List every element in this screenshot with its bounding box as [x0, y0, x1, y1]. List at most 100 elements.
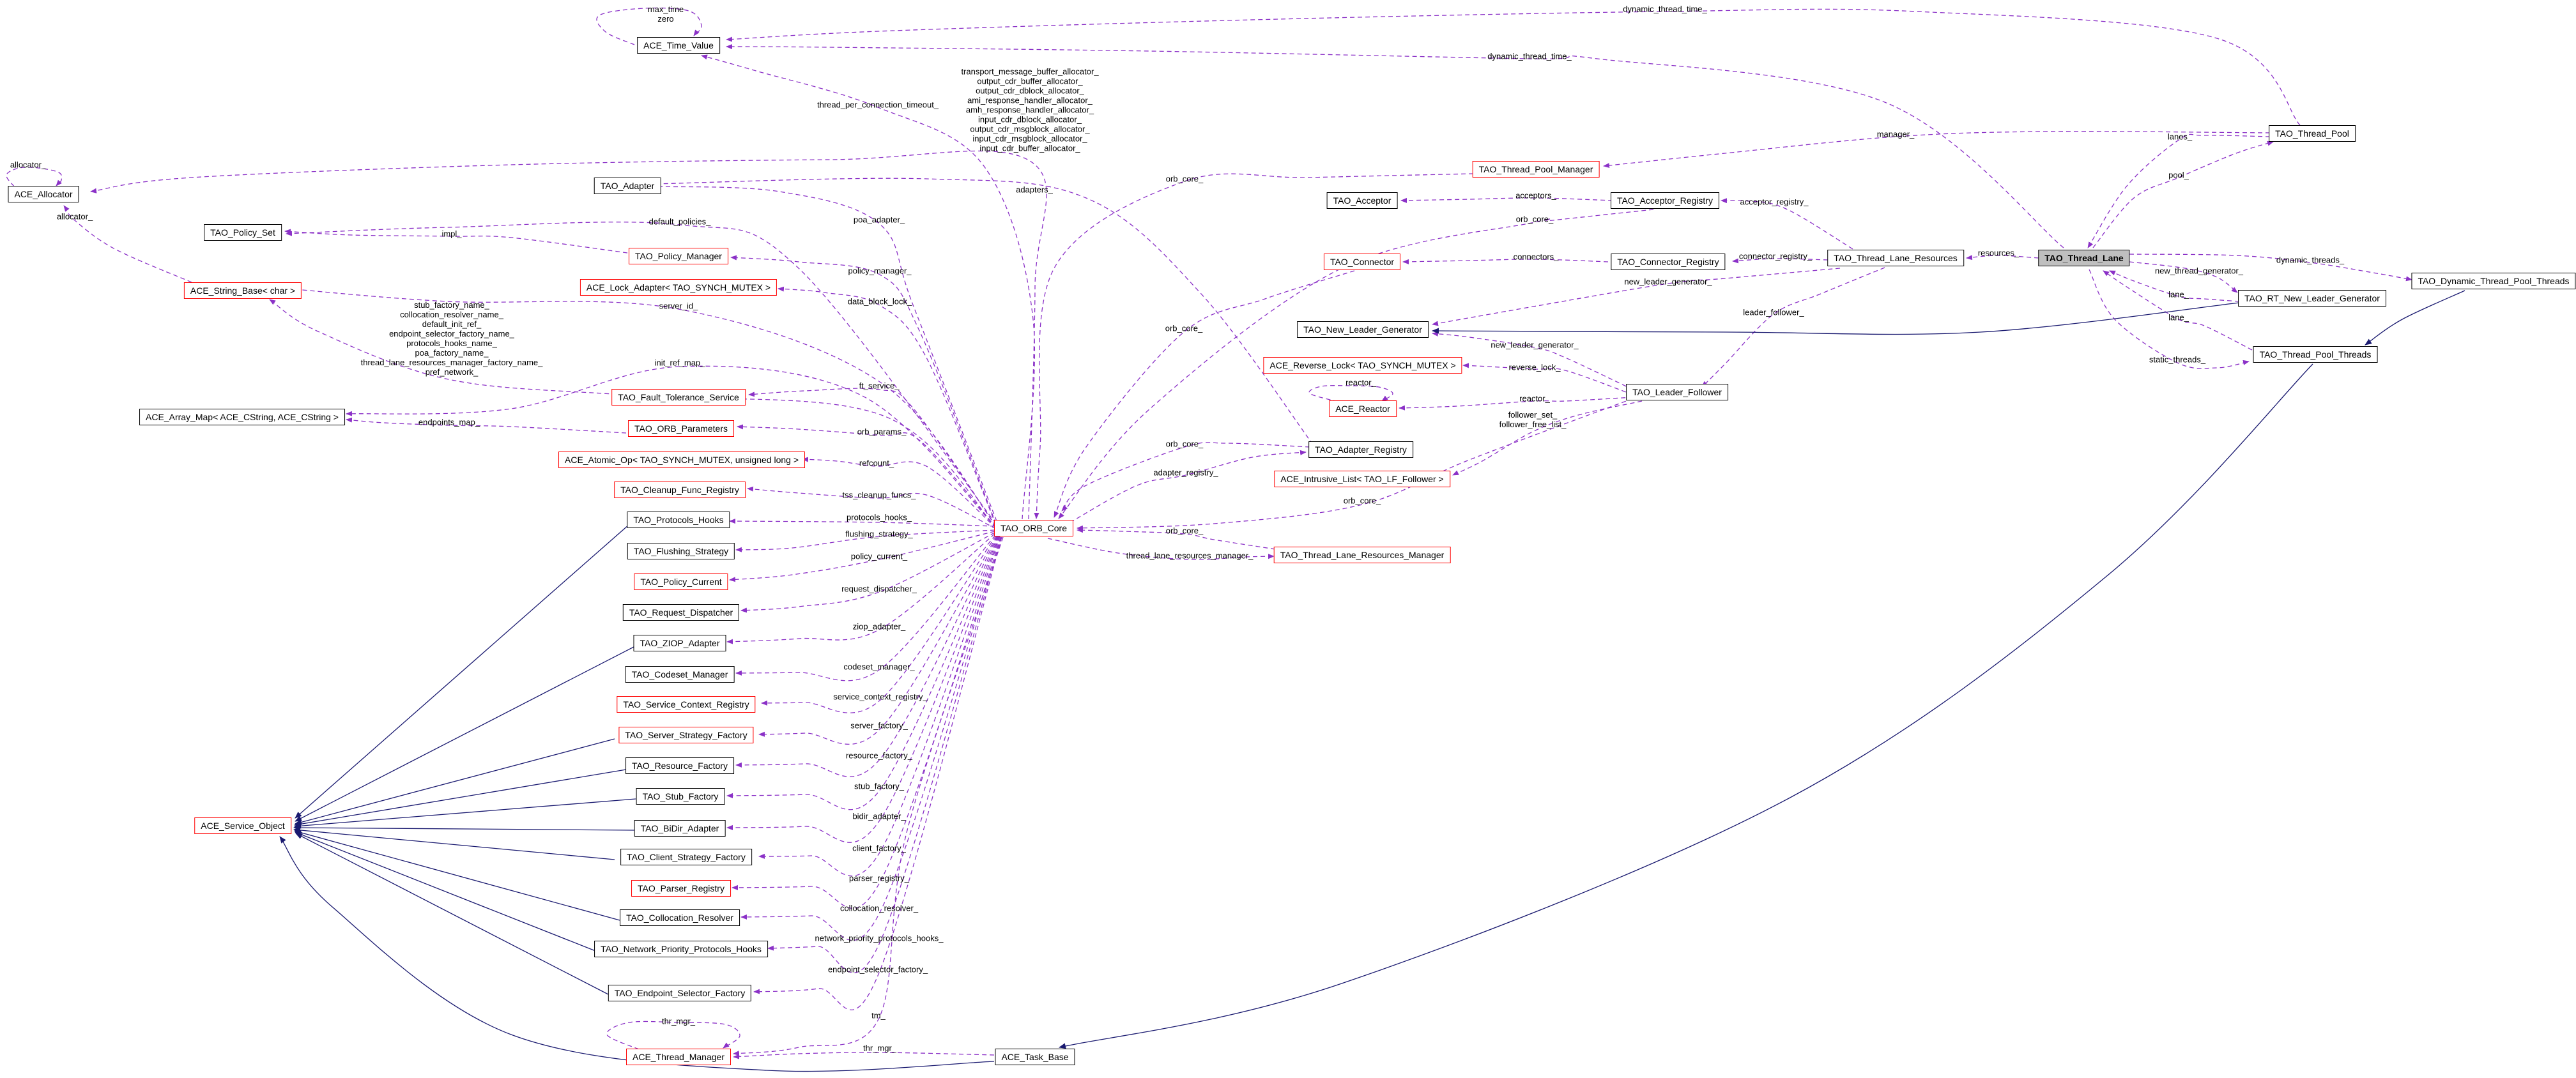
edge-label: connector_registry_ [1738, 251, 1813, 261]
class-node-tao-thread-lane-resources[interactable]: TAO_Thread_Lane_Resources [1827, 250, 1964, 266]
edge-label: server_id_ [659, 301, 698, 311]
class-node-tao-rt-new-leader-generator[interactable]: TAO_RT_New_Leader_Generator [2238, 290, 2386, 307]
usage-edge [1721, 198, 1853, 250]
class-node-ace-array-map[interactable]: ACE_Array_Map< ACE_CString, ACE_CString … [139, 409, 345, 425]
class-node-tao-acceptor-registry[interactable]: TAO_Acceptor_Registry [1611, 192, 1719, 209]
usage-edge [778, 286, 997, 526]
class-node-tao-thread-pool[interactable]: TAO_Thread_Pool [2269, 125, 2356, 142]
class-node-tao-collocation-resolver[interactable]: TAO_Collocation_Resolver [620, 909, 740, 926]
class-node-tao-leader-follower[interactable]: TAO_Leader_Follower [1626, 384, 1728, 400]
class-node-tao-protocols-hooks[interactable]: TAO_Protocols_Hooks [627, 512, 730, 528]
class-node-ace-string-base[interactable]: ACE_String_Base< char > [183, 282, 302, 299]
class-node-tao-thread-pool-manager[interactable]: TAO_Thread_Pool_Manager [1472, 161, 1600, 178]
class-node-tao-server-strategy-factory[interactable]: TAO_Server_Strategy_Factory [618, 727, 754, 743]
class-node-ace-thread-manager[interactable]: ACE_Thread_Manager [626, 1049, 731, 1065]
usage-edge [1400, 197, 1613, 203]
class-node-tao-orb-parameters[interactable]: TAO_ORB_Parameters [627, 420, 735, 437]
usage-edge [1058, 209, 1654, 519]
edge-label: protocols_hooks_ [847, 512, 912, 522]
class-node-tao-policy-manager[interactable]: TAO_Policy_Manager [629, 248, 728, 264]
class-node-tao-adapter[interactable]: TAO_Adapter [594, 178, 661, 194]
edge-label: reverse_lock_ [1508, 362, 1561, 372]
edge-label: reactor_ [1346, 377, 1376, 388]
class-node-tao-codeset-manager[interactable]: TAO_Codeset_Manager [625, 666, 735, 683]
edge-label: bidir_adapter_ [852, 811, 906, 821]
usage-edge [758, 536, 997, 745]
usage-edge [740, 536, 1001, 941]
edge-label: codeset_manager_ [843, 662, 915, 672]
inheritance-edge [279, 836, 995, 1072]
class-node-tao-endpoint-selector-factory[interactable]: TAO_Endpoint_Selector_Factory [608, 985, 752, 1001]
class-node-tao-resource-factory[interactable]: TAO_Resource_Factory [625, 757, 734, 774]
edge-label: parser_registry_ [849, 873, 909, 883]
class-node-ace-lock-adapter[interactable]: ACE_Lock_Adapter< TAO_SYNCH_MUTEX > [579, 279, 778, 296]
edge-label: pool_ [2168, 170, 2189, 180]
usage-edge [748, 388, 997, 527]
usage-edge [606, 1021, 740, 1050]
class-node-tao-request-dispatcher[interactable]: TAO_Request_Dispatcher [622, 604, 740, 621]
edge-label: impl_ [441, 229, 462, 239]
class-node-tao-dynamic-thread-pool-threads[interactable]: TAO_Dynamic_Thread_Pool_Threads [2411, 273, 2576, 289]
class-node-tao-policy-current[interactable]: TAO_Policy_Current [634, 573, 728, 590]
usage-edge [1966, 255, 2039, 261]
usage-edge [735, 529, 995, 552]
class-node-tao-connector-registry[interactable]: TAO_Connector_Registry [1611, 254, 1726, 270]
inheritance-edge [295, 524, 629, 819]
edge-label: thr_mgr_ [862, 1043, 897, 1053]
class-node-tao-new-leader-generator[interactable]: TAO_New_Leader_Generator [1297, 321, 1429, 338]
usage-edge [2129, 261, 2238, 293]
class-node-tao-client-strategy-factory[interactable]: TAO_Client_Strategy_Factory [620, 849, 752, 865]
edge-label: connectors_ [1513, 252, 1559, 262]
class-node-ace-intrusive-list[interactable]: ACE_Intrusive_List< TAO_LF_Follower > [1274, 471, 1450, 487]
class-node-tao-parser-registry[interactable]: TAO_Parser_Registry [631, 880, 731, 897]
edge-label: acceptor_registry_ [1740, 197, 1809, 207]
usage-edge [652, 184, 997, 522]
class-node-ace-task-base[interactable]: ACE_Task_Base [995, 1049, 1075, 1065]
usage-edge [726, 533, 995, 644]
class-node-ace-atomic-op[interactable]: ACE_Atomic_Op< TAO_SYNCH_MUTEX, unsigned… [558, 452, 805, 468]
edge-label: data_block_lock_ [847, 296, 912, 307]
edge-label: tss_cleanup_funcs_ [842, 490, 916, 500]
edge-label: orb_core_ [1165, 526, 1204, 536]
usage-edge [63, 205, 192, 283]
class-node-tao-bidir-adapter[interactable]: TAO_BiDir_Adapter [634, 820, 726, 837]
edge-label: new_thread_generator_ [2154, 266, 2244, 276]
class-node-tao-cleanup-func-registry[interactable]: TAO_Cleanup_Func_Registry [614, 482, 746, 498]
class-node-tao-service-context-registry[interactable]: TAO_Service_Context_Registry [617, 696, 756, 713]
class-node-tao-thread-lane-resources-manager[interactable]: TAO_Thread_Lane_Resources_Manager [1273, 547, 1451, 563]
class-node-tao-fault-tolerance-service[interactable]: TAO_Fault_Tolerance_Service [611, 389, 746, 406]
class-node-tao-thread-pool-threads[interactable]: TAO_Thread_Pool_Threads [2253, 346, 2378, 363]
usage-edge [6, 167, 63, 187]
class-node-tao-stub-factory[interactable]: TAO_Stub_Factory [636, 788, 725, 805]
edge-label: stub_factory_ [854, 781, 905, 791]
edge-label: orb_params_ [857, 427, 907, 437]
usage-edge [1402, 259, 1609, 264]
class-node-tao-adapter-registry[interactable]: TAO_Adapter_Registry [1308, 441, 1413, 458]
class-node-tao-acceptor[interactable]: TAO_Acceptor [1326, 192, 1398, 209]
usage-edge [1034, 173, 1474, 519]
edge-label: new_leader_generator_ [1624, 277, 1712, 287]
class-node-ace-service-object[interactable]: ACE_Service_Object [194, 817, 291, 834]
class-node-ace-reactor[interactable]: ACE_Reactor [1329, 400, 1397, 417]
class-node-ace-reverse-lock[interactable]: ACE_Reverse_Lock< TAO_SYNCH_MUTEX > [1263, 357, 1462, 374]
edge-label: allocator_ [56, 211, 93, 222]
usage-edge [1308, 385, 1393, 402]
edge-label: orb_core_ [1165, 174, 1204, 184]
usage-edge [726, 44, 2064, 248]
class-node-tao-orb-core[interactable]: TAO_ORB_Core [994, 520, 1073, 536]
class-node-tao-policy-set[interactable]: TAO_Policy_Set [204, 224, 282, 241]
class-node-ace-time-value[interactable]: ACE_Time_Value [637, 37, 720, 54]
class-node-tao-thread-lane[interactable]: TAO_Thread_Lane [2038, 250, 2130, 266]
usage-edge [269, 299, 997, 528]
usage-edge [287, 286, 997, 527]
class-node-tao-connector[interactable]: TAO_Connector [1323, 254, 1401, 270]
inheritance-edge [295, 738, 615, 825]
class-node-tao-ziop-adapter[interactable]: TAO_ZIOP_Adapter [633, 635, 726, 651]
usage-edge [346, 417, 627, 434]
inheritance-edge [1432, 302, 2240, 335]
class-node-ace-allocator[interactable]: ACE_Allocator [8, 186, 79, 202]
class-node-tao-network-priority-protocols-hooks[interactable]: TAO_Network_Priority_Protocols_Hooks [594, 941, 768, 957]
class-node-tao-flushing-strategy[interactable]: TAO_Flushing_Strategy [627, 543, 735, 559]
usage-edge [2103, 270, 2253, 351]
